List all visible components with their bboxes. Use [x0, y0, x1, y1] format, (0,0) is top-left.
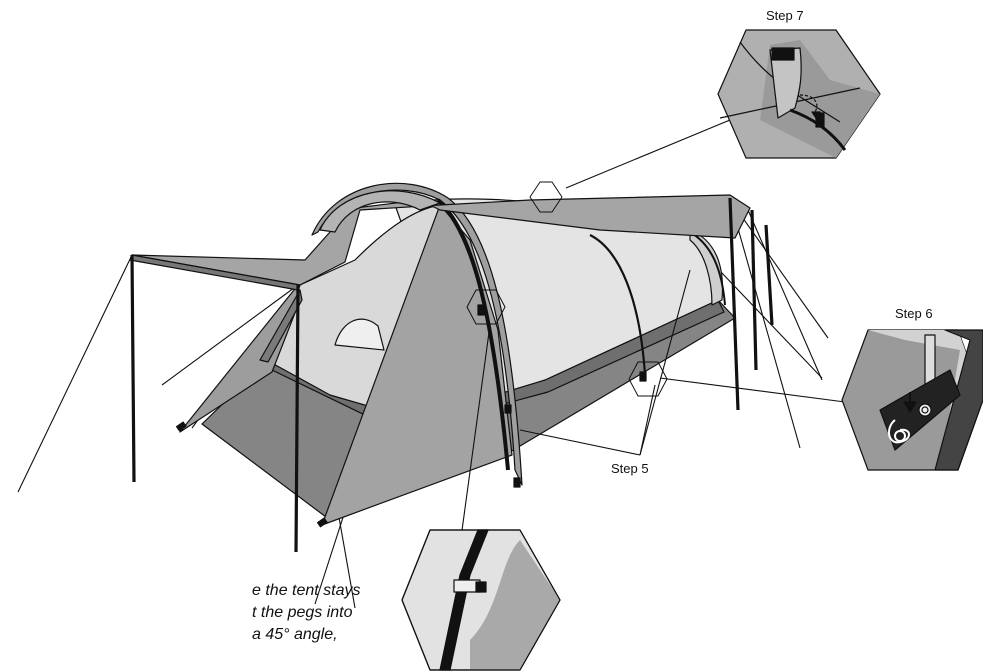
step6-label: Step 6	[895, 306, 933, 321]
step5-detail-callout	[402, 530, 560, 670]
step6-callout	[842, 330, 983, 470]
caption-line-1: e the tent stays	[252, 580, 361, 602]
step7-callout	[718, 30, 880, 158]
caption-line-3: a 45° angle,	[252, 624, 338, 646]
caption-line-2: t the pegs into	[252, 602, 353, 624]
step5-label: Step 5	[611, 461, 649, 476]
step7-label: Step 7	[766, 8, 804, 23]
